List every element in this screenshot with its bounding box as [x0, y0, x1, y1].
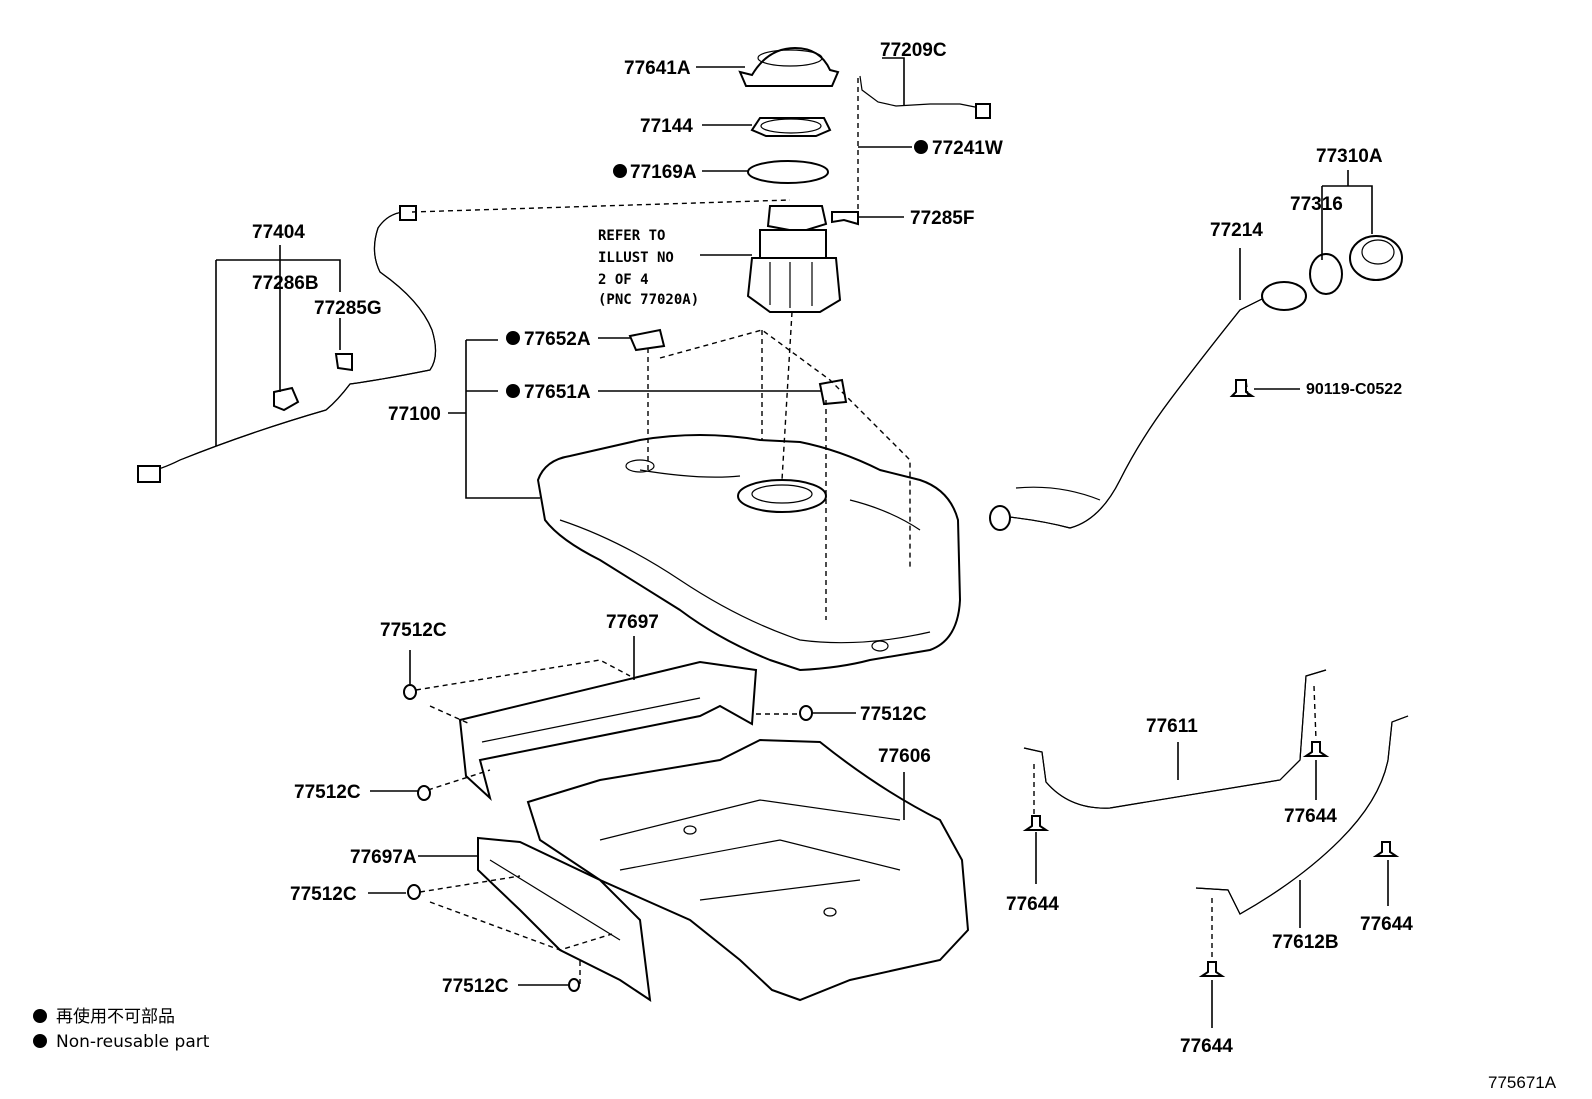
clip-77512C-b-part: [799, 705, 813, 721]
callout-77512C-c: 77512C: [294, 782, 361, 803]
hose-top-connector-part: [399, 205, 417, 221]
callout-77644-d: 77644: [1180, 1036, 1233, 1057]
lower-protector-77606-part: [526, 738, 970, 1002]
non-reusable-marker-77241W: [914, 140, 928, 154]
legend: 再使用不可部品 Non-reusable part: [33, 1006, 210, 1052]
filler-gasket-part: [1309, 253, 1343, 295]
callout-77652A: 77652A: [524, 329, 591, 350]
callout-77611: 77611: [1146, 716, 1198, 737]
clamp-77285G-part: [334, 353, 353, 372]
clip-77285F-part: [831, 211, 859, 226]
tank-band-77612B-part: [1195, 715, 1409, 915]
callout-77286B: 77286B: [252, 273, 319, 294]
refer-note-line2: ILLUST NO: [598, 250, 674, 266]
gasket-part: [747, 160, 829, 184]
refer-note-line1: REFER TO: [598, 228, 665, 244]
callout-77310A: 77310A: [1316, 146, 1383, 167]
cushion-pad-77651A-part: [818, 378, 848, 406]
callout-77285G: 77285G: [314, 298, 382, 319]
callout-77512C-a: 77512C: [380, 620, 447, 641]
non-reusable-marker-77651A: [506, 384, 520, 398]
protector-77697A-part: [477, 836, 652, 1003]
callout-77697: 77697: [606, 612, 659, 633]
callout-77512C-b: 77512C: [860, 704, 927, 725]
callout-77612B: 77612B: [1272, 932, 1339, 953]
clip-77512C-a-part: [403, 684, 417, 700]
retaining-ring-part: [750, 117, 832, 137]
callout-77641A: 77641A: [624, 58, 691, 79]
fuel-tank-part: [536, 434, 962, 672]
clamp-77286B-part: [273, 386, 300, 412]
legend-dot-en: [33, 1034, 47, 1048]
callout-77697A: 77697A: [350, 847, 417, 868]
callout-77285F: 77285F: [910, 208, 974, 229]
hose-end-connector-part: [137, 465, 161, 483]
callout-77644-a: 77644: [1284, 806, 1337, 827]
non-reusable-marker-77169A: [613, 164, 627, 178]
callout-77512C-d: 77512C: [290, 884, 357, 905]
callout-77644-c: 77644: [1360, 914, 1413, 935]
clip-77512C-d-part: [407, 884, 421, 900]
callout-77100: 77100: [388, 404, 441, 425]
callout-77241W: 77241W: [932, 138, 1003, 159]
band-bolt-77644-c-part: [1372, 841, 1400, 857]
vent-hose-part: [145, 211, 437, 473]
filler-pipe-part: [989, 281, 1307, 531]
callout-77169A: 77169A: [630, 162, 697, 183]
callout-77144: 77144: [640, 116, 693, 137]
fuel-pump-module-part: [746, 205, 842, 313]
callout-77316: 77316: [1290, 194, 1343, 215]
callout-77214: 77214: [1210, 220, 1263, 241]
band-bolt-77644-a-part: [1022, 815, 1050, 831]
sender-wire-part: [859, 75, 981, 109]
callout-77512C-e: 77512C: [442, 976, 509, 997]
callout-77404: 77404: [252, 222, 305, 243]
callout-90119-C0522: 90119-C0522: [1306, 381, 1402, 398]
fuel-cap-part: [1349, 235, 1403, 281]
illustration-id: 775671A: [1488, 1073, 1557, 1092]
band-bolt-77644-b-part: [1302, 741, 1330, 757]
callout-77209C: 77209C: [880, 40, 947, 61]
wire-connector-part: [975, 103, 991, 119]
band-bolt-77644-d-part: [1198, 961, 1226, 977]
clip-77512C-c-part: [417, 785, 431, 801]
legend-jp: 再使用不可部品: [56, 1006, 175, 1027]
callout-77644-b: 77644: [1006, 894, 1059, 915]
non-reusable-marker-77652A: [506, 331, 520, 345]
protector-77697-part: [458, 660, 758, 802]
legend-en: Non-reusable part: [56, 1032, 210, 1052]
refer-note-line3: 2 OF 4: [598, 272, 649, 288]
refer-note-line4: (PNC 77020A): [598, 292, 699, 308]
cushion-pad-77652A-part: [628, 328, 666, 352]
tank-band-77611-part: [1023, 669, 1327, 809]
legend-dot-jp: [33, 1009, 47, 1023]
callout-77606: 77606: [878, 746, 931, 767]
retainer-cap-part: [738, 46, 840, 87]
callout-77651A: 77651A: [524, 382, 591, 403]
bolt-90119-part: [1229, 379, 1256, 397]
clip-77512C-e-part: [568, 978, 580, 992]
